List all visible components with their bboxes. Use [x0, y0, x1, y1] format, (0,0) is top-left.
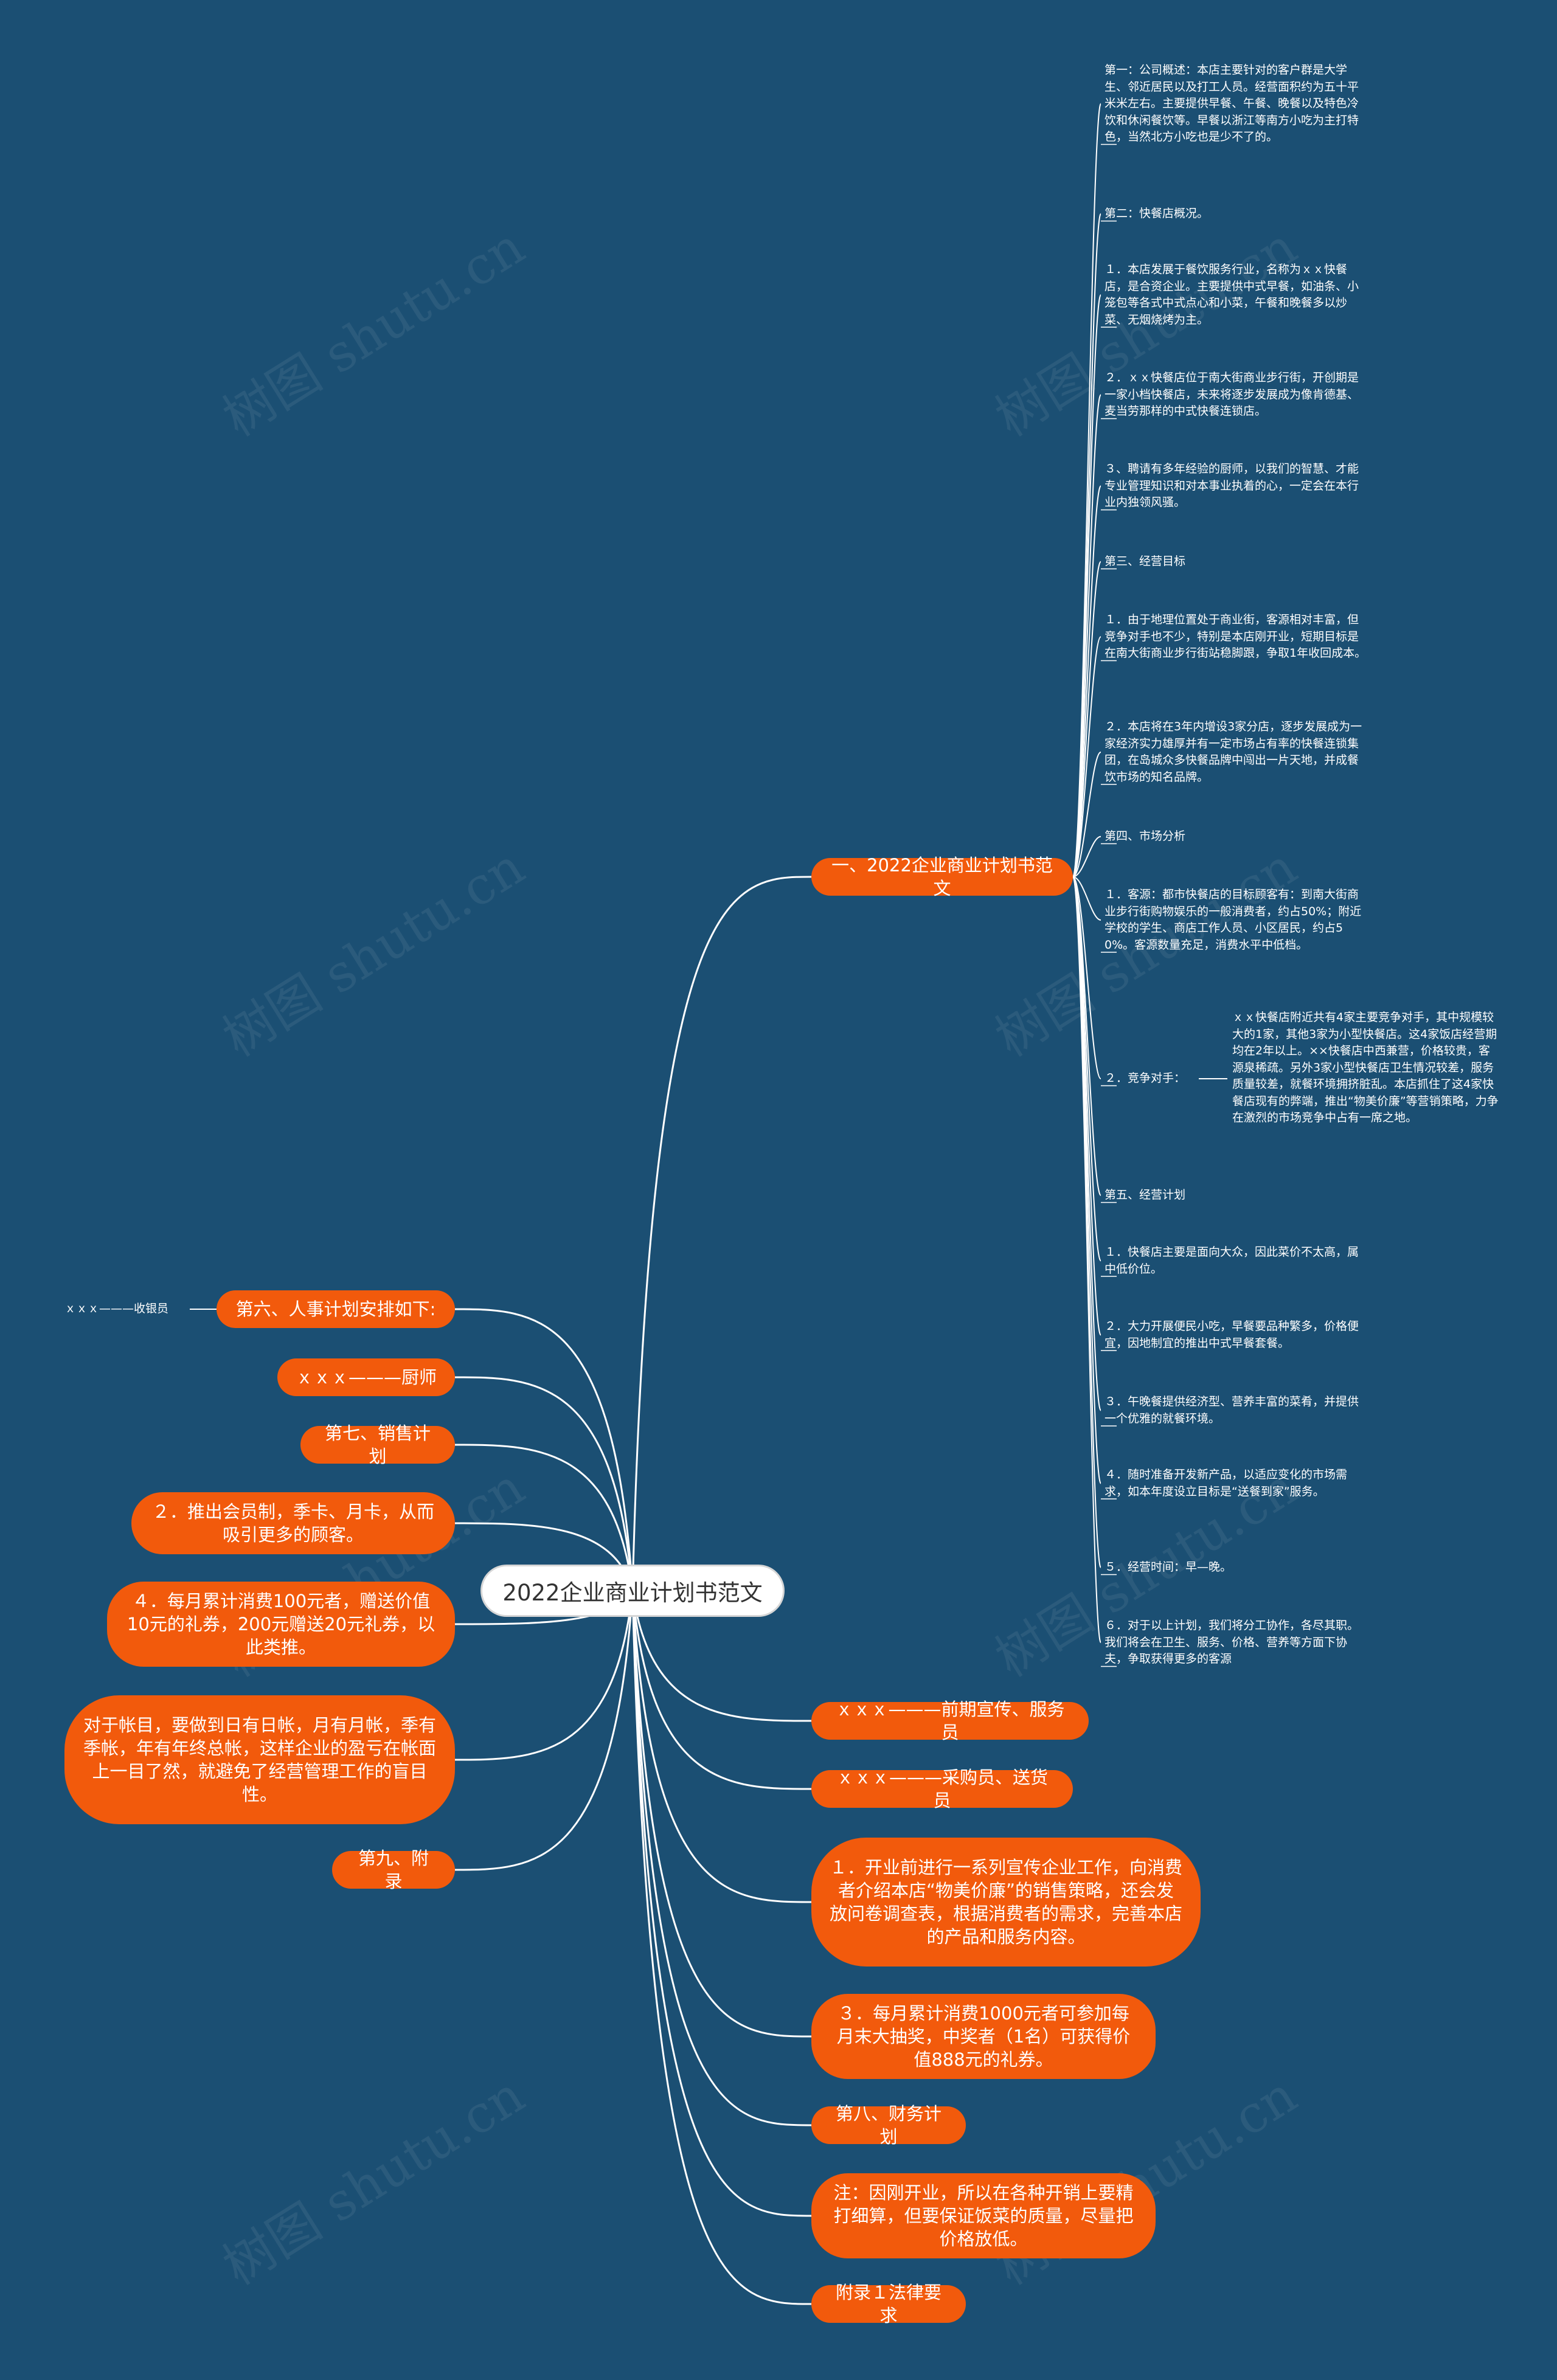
detail-new-products[interactable]: ４．随时准备开发新产品，以适应变化的市场需求，如本年度设立目标是“送餐到家”服务… — [1104, 1468, 1348, 1498]
detail-breakfast[interactable]: ２．大力开展便民小吃，早餐要品种繁多，价格便宜，因地制宜的推出中式早餐套餐。 — [1104, 1320, 1359, 1350]
connector-branch-monthly-draw — [631, 1590, 812, 2038]
detail-short-term-goal[interactable]: １．由于地理位置处于商业街，客源相对丰富，但竞争对手也不少，特别是本店刚开业，短… — [1104, 613, 1367, 660]
branch-voucher-100[interactable]: ４．每月累计消费100元者，赠送价值10元的礼券，200元赠送20元礼券，以此类… — [107, 1582, 455, 1667]
cashier-label[interactable]: ｘｘｘ———收银员 — [64, 1302, 169, 1315]
detail-long-term-goal[interactable]: ２．本店将在3年内增设3家分店，逐步发展成为一家经济实力雄厚并有一定市场占有率的… — [1104, 720, 1362, 784]
branch-finance-plan[interactable]: 第八、财务计划 — [811, 2103, 966, 2147]
detail-shop-location[interactable]: ２．ｘｘ快餐店位于南大街商业步行街，开创期是一家小档快餐店，未来将逐步发展成为像… — [1104, 371, 1359, 418]
connector-branch-legal-appendix — [631, 1590, 812, 2305]
branch-pre-opening-promo[interactable]: １．开业前进行一系列宣传企业工作，向消费者介绍本店“物美价廉”的销售策略，还会发… — [811, 1838, 1201, 1967]
detail-company-overview[interactable]: 第一：公司概述：本店主要针对的客户群是大学生、邻近居民以及打工人员。经营面积约为… — [1104, 63, 1359, 144]
branch-business-plan[interactable]: 一、2022企业商业计划书范文 — [811, 855, 1073, 899]
detail-competitors[interactable]: ２．竞争对手： — [1104, 1071, 1186, 1085]
detail-customers[interactable]: １．客源：都市快餐店的目标顾客有：到南大街商业步行街购物娱乐的一般消费者，约占5… — [1104, 888, 1362, 952]
detail-pricing[interactable]: １．快餐店主要是面向大众，因此菜价不太高，属中低价位。 — [1104, 1245, 1359, 1276]
detail-competitors-desc[interactable]: ｘｘ快餐店附近共有4家主要竞争对手，其中规模较大的1家，其他3家为小型快餐店。这… — [1232, 1011, 1499, 1124]
detail-teamwork[interactable]: ６．对于以上计划，我们将分工协作，各尽其职。我们将会在卫生、服务、价格、营养等方… — [1104, 1619, 1359, 1666]
branch-purchasing-staff[interactable]: ｘｘｘ———采购员、送货员 — [811, 1767, 1073, 1811]
detail-opening-hours[interactable]: ５．经营时间：早—晚。 — [1104, 1560, 1232, 1574]
connector-detail-shop-overview — [1072, 213, 1101, 877]
connector-detail-long-term-goal — [1072, 752, 1101, 877]
detail-shop-name[interactable]: １．本店发展于餐饮服务行业，名称为ｘｘ快餐店，是合资企业。主要提供中式早餐，如油… — [1104, 263, 1359, 327]
branch-cost-note[interactable]: 注：因刚开业，所以在各种开销上要精打细算，但要保证饭菜的质量，尽量把价格放低。 — [811, 2173, 1156, 2258]
connector-branch-purchasing-staff — [631, 1590, 812, 1790]
branch-personnel-plan[interactable]: 第六、人事计划安排如下: — [217, 1290, 455, 1328]
branch-sales-plan[interactable]: 第七、销售计划 — [300, 1423, 455, 1467]
branch-monthly-draw[interactable]: ３．每月累计消费1000元者可参加每月末大抽奖，中奖者（1名）可获得价值888元… — [811, 1994, 1156, 2079]
detail-shop-overview[interactable]: 第二：快餐店概况。 — [1104, 207, 1209, 220]
connector-branch-pre-opening-promo — [631, 1590, 812, 1903]
connector-branch-business-plan — [631, 876, 812, 1591]
branch-appendix-nine[interactable]: 第九、附录 — [332, 1848, 455, 1892]
connector-detail-short-term-goal — [1072, 636, 1101, 877]
branch-legal-appendix[interactable]: 附录１法律要求 — [811, 2282, 966, 2326]
connector-detail-competitors — [1072, 876, 1101, 1079]
connector-branch-accounts — [454, 1590, 634, 1761]
connector-detail-lunch-dinner — [1072, 876, 1101, 1411]
detail-lunch-dinner[interactable]: ３．午晚餐提供经济型、营养丰富的菜肴，并提供一个优雅的就餐环境。 — [1104, 1395, 1359, 1425]
connector-detail-business-goals — [1072, 561, 1101, 877]
detail-business-goals[interactable]: 第三、经营目标 — [1104, 555, 1186, 568]
branch-promo-staff[interactable]: ｘｘｘ———前期宣传、服务员 — [811, 1699, 1089, 1743]
branch-chef[interactable]: ｘｘｘ———厨师 — [277, 1358, 455, 1396]
connector-branch-promo-staff — [631, 1590, 812, 1722]
connector-detail-teamwork — [1072, 876, 1101, 1644]
detail-market-analysis[interactable]: 第四、市场分析 — [1104, 829, 1186, 843]
connector-branch-personnel-plan — [454, 1308, 634, 1591]
connector-detail-shop-location — [1072, 394, 1101, 877]
connector-detail-customers — [1072, 876, 1101, 921]
connector-branch-finance-plan — [631, 1590, 812, 2126]
connector-branch-sales-plan — [454, 1444, 634, 1591]
branch-membership[interactable]: ２．推出会员制，季卡、月卡，从而吸引更多的顾客。 — [131, 1492, 455, 1554]
branch-accounts[interactable]: 对于帐目，要做到日有日帐，月有月帐，季有季帐，年有年终总帐，这样企业的盈亏在帐面… — [64, 1695, 455, 1824]
connector-branch-appendix-nine — [454, 1590, 634, 1871]
detail-chef-hiring[interactable]: ３、聘请有多年经验的厨师，以我们的智慧、才能专业管理知识和对本事业执着的心，一定… — [1104, 462, 1359, 509]
root-topic[interactable]: 2022企业商业计划书范文 — [480, 1565, 785, 1617]
connector-detail-market-analysis — [1072, 835, 1101, 877]
connector-branch-chef — [454, 1376, 634, 1591]
connector-branch-cost-note — [631, 1590, 812, 2217]
detail-operating-plan[interactable]: 第五、经营计划 — [1104, 1188, 1186, 1202]
